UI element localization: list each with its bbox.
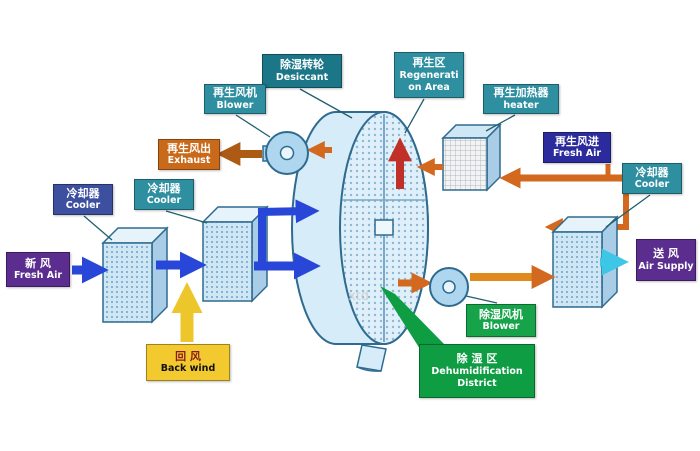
cooler-mid-unit (201, 205, 269, 303)
label-exhaust-zh: 再生风出 (167, 141, 211, 155)
label-cooler-right-zh: 冷却器 (635, 165, 669, 179)
label-air-supply-zh: 送 风 (653, 247, 679, 261)
label-dehumid-blower-en: Blower (482, 321, 520, 333)
label-regen-blower: 再生风机 Blower (204, 84, 266, 114)
dehumid-blower-fan (429, 267, 469, 307)
label-dehumid-district-en1: Dehumidification (431, 366, 523, 377)
label-cooler-left-en: Cooler (65, 200, 101, 212)
regeneration-arrows (216, 137, 443, 189)
label-regen-blower-en: Blower (216, 99, 254, 111)
label-regen-heater: 再生加热器 heater (483, 84, 559, 114)
sheet-icon (356, 344, 387, 372)
label-exhaust-en: Exhaust (167, 155, 211, 167)
label-cooler-right: 冷却器 Cooler (622, 163, 682, 194)
label-fresh-air-zh: 新 风 (25, 256, 51, 270)
label-dehumid-district: 除 湿 区 Dehumidification District (419, 344, 535, 398)
label-regen-fresh-air-zh: 再生风进 (555, 134, 599, 148)
label-desiccant: 除湿转轮 Desiccant (262, 54, 342, 88)
dehumid-district-pointer (380, 286, 446, 349)
watermark-text: xtd (348, 289, 369, 304)
cooler-left-unit (101, 226, 169, 324)
label-regen-blower-zh: 再生风机 (213, 86, 257, 100)
label-back-wind-zh: 回 风 (175, 349, 201, 363)
label-fresh-air: 新 风 Fresh Air (6, 252, 70, 287)
label-dehumid-blower-zh: 除湿风机 (479, 307, 523, 321)
label-regeneration-area-en2: on Area (408, 81, 450, 93)
label-exhaust: 再生风出 Exhaust (158, 139, 220, 170)
wheel-hub (374, 219, 394, 236)
label-air-supply: 送 风 Air Supply (636, 239, 696, 281)
label-cooler-left: 冷却器 Cooler (53, 184, 113, 215)
label-desiccant-zh: 除湿转轮 (280, 58, 324, 72)
label-regen-heater-zh: 再生加热器 (493, 86, 549, 100)
regen-heater-unit (441, 123, 502, 192)
label-regen-fresh-air-en: Fresh Air (552, 148, 602, 160)
label-back-wind-en: Back wind (160, 363, 216, 375)
regen-blower-fan (262, 131, 309, 175)
label-regeneration-area: 再生区 Regenerati on Area (394, 52, 464, 98)
label-regeneration-area-en1: Regenerati (399, 70, 459, 81)
label-dehumid-district-zh: 除 湿 区 (456, 352, 498, 366)
label-regen-fresh-air: 再生风进 Fresh Air (543, 132, 611, 163)
label-desiccant-en: Desiccant (275, 71, 329, 83)
label-dehumid-blower: 除湿风机 Blower (466, 304, 536, 337)
label-cooler-mid-en: Cooler (146, 195, 182, 207)
label-cooler-mid-zh: 冷却器 (147, 181, 181, 195)
label-dehumid-district-en2: District (457, 377, 497, 389)
label-regen-heater-en: heater (503, 99, 539, 111)
label-cooler-right-en: Cooler (634, 179, 670, 191)
process-air-arrows (72, 199, 321, 284)
label-back-wind: 回 风 Back wind (146, 344, 230, 381)
supply-air-arrows (398, 248, 629, 294)
label-fresh-air-en: Fresh Air (13, 270, 63, 282)
label-regeneration-area-zh: 再生区 (412, 56, 446, 70)
label-cooler-left-zh: 冷却器 (66, 186, 100, 200)
label-connector-lines (83, 88, 651, 304)
label-air-supply-en: Air Supply (638, 260, 694, 272)
label-cooler-mid: 冷却器 Cooler (134, 179, 194, 210)
